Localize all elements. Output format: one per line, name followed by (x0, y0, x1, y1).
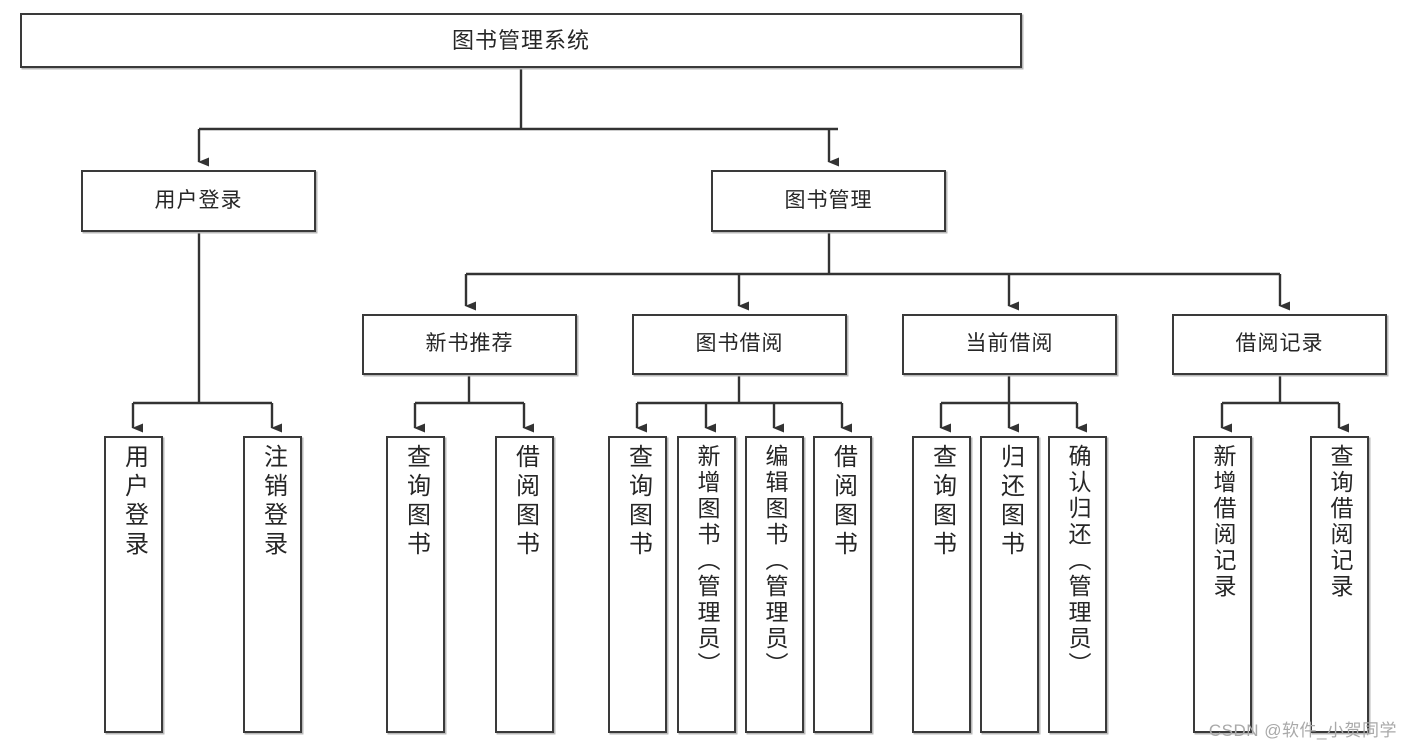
node-label: 借阅图书 (829, 444, 857, 560)
leaf-add-book[interactable]: 新增图书（管理员） (677, 436, 736, 733)
leaf-query-borrow-record[interactable]: 查询借阅记录 (1310, 436, 1369, 733)
node-label: 归还图书 (996, 444, 1024, 560)
node-user-login[interactable]: 用户登录 (81, 170, 316, 232)
node-label: 查询图书 (402, 444, 430, 560)
leaf-query-book-2[interactable]: 查询图书 (608, 436, 667, 733)
leaf-edit-book[interactable]: 编辑图书（管理员） (745, 436, 804, 733)
node-label: 借阅记录 (1235, 332, 1324, 356)
node-label: 新增图书（管理员） (694, 444, 720, 678)
node-label: 新增借阅记录 (1210, 444, 1236, 600)
node-label: 图书管理系统 (451, 27, 590, 53)
node-book-borrow[interactable]: 图书借阅 (632, 314, 847, 375)
node-label: 确认归还（管理员） (1065, 444, 1091, 678)
node-label: 查询图书 (624, 444, 652, 560)
leaf-query-book-3[interactable]: 查询图书 (912, 436, 971, 733)
node-root-system[interactable]: 图书管理系统 (20, 13, 1022, 68)
node-current-borrow[interactable]: 当前借阅 (902, 314, 1117, 375)
leaf-return-book[interactable]: 归还图书 (980, 436, 1039, 733)
node-label: 用户登录 (154, 188, 243, 212)
leaf-user-login[interactable]: 用户登录 (104, 436, 163, 733)
leaf-logout-login[interactable]: 注销登录 (243, 436, 302, 733)
leaf-borrow-book-2[interactable]: 借阅图书 (813, 436, 872, 733)
leaf-borrow-book-1[interactable]: 借阅图书 (495, 436, 554, 733)
node-label: 用户登录 (120, 444, 148, 560)
node-label: 注销登录 (259, 444, 287, 560)
node-label: 查询借阅记录 (1327, 444, 1353, 600)
leaf-query-book-1[interactable]: 查询图书 (386, 436, 445, 733)
node-book-management[interactable]: 图书管理 (711, 170, 946, 232)
node-label: 图书借阅 (695, 332, 784, 356)
node-label: 新书推荐 (425, 332, 514, 356)
csdn-watermark: CSDN @软件_小贺同学 (1208, 721, 1397, 740)
node-label: 图书管理 (784, 188, 873, 212)
node-label: 当前借阅 (965, 332, 1054, 356)
node-new-book-recommend[interactable]: 新书推荐 (362, 314, 577, 375)
node-label: 借阅图书 (511, 444, 539, 560)
node-borrow-record[interactable]: 借阅记录 (1172, 314, 1387, 375)
node-label: 编辑图书（管理员） (762, 444, 788, 678)
leaf-add-borrow-record[interactable]: 新增借阅记录 (1193, 436, 1252, 733)
leaf-confirm-return[interactable]: 确认归还（管理员） (1048, 436, 1107, 733)
node-label: 查询图书 (928, 444, 956, 560)
